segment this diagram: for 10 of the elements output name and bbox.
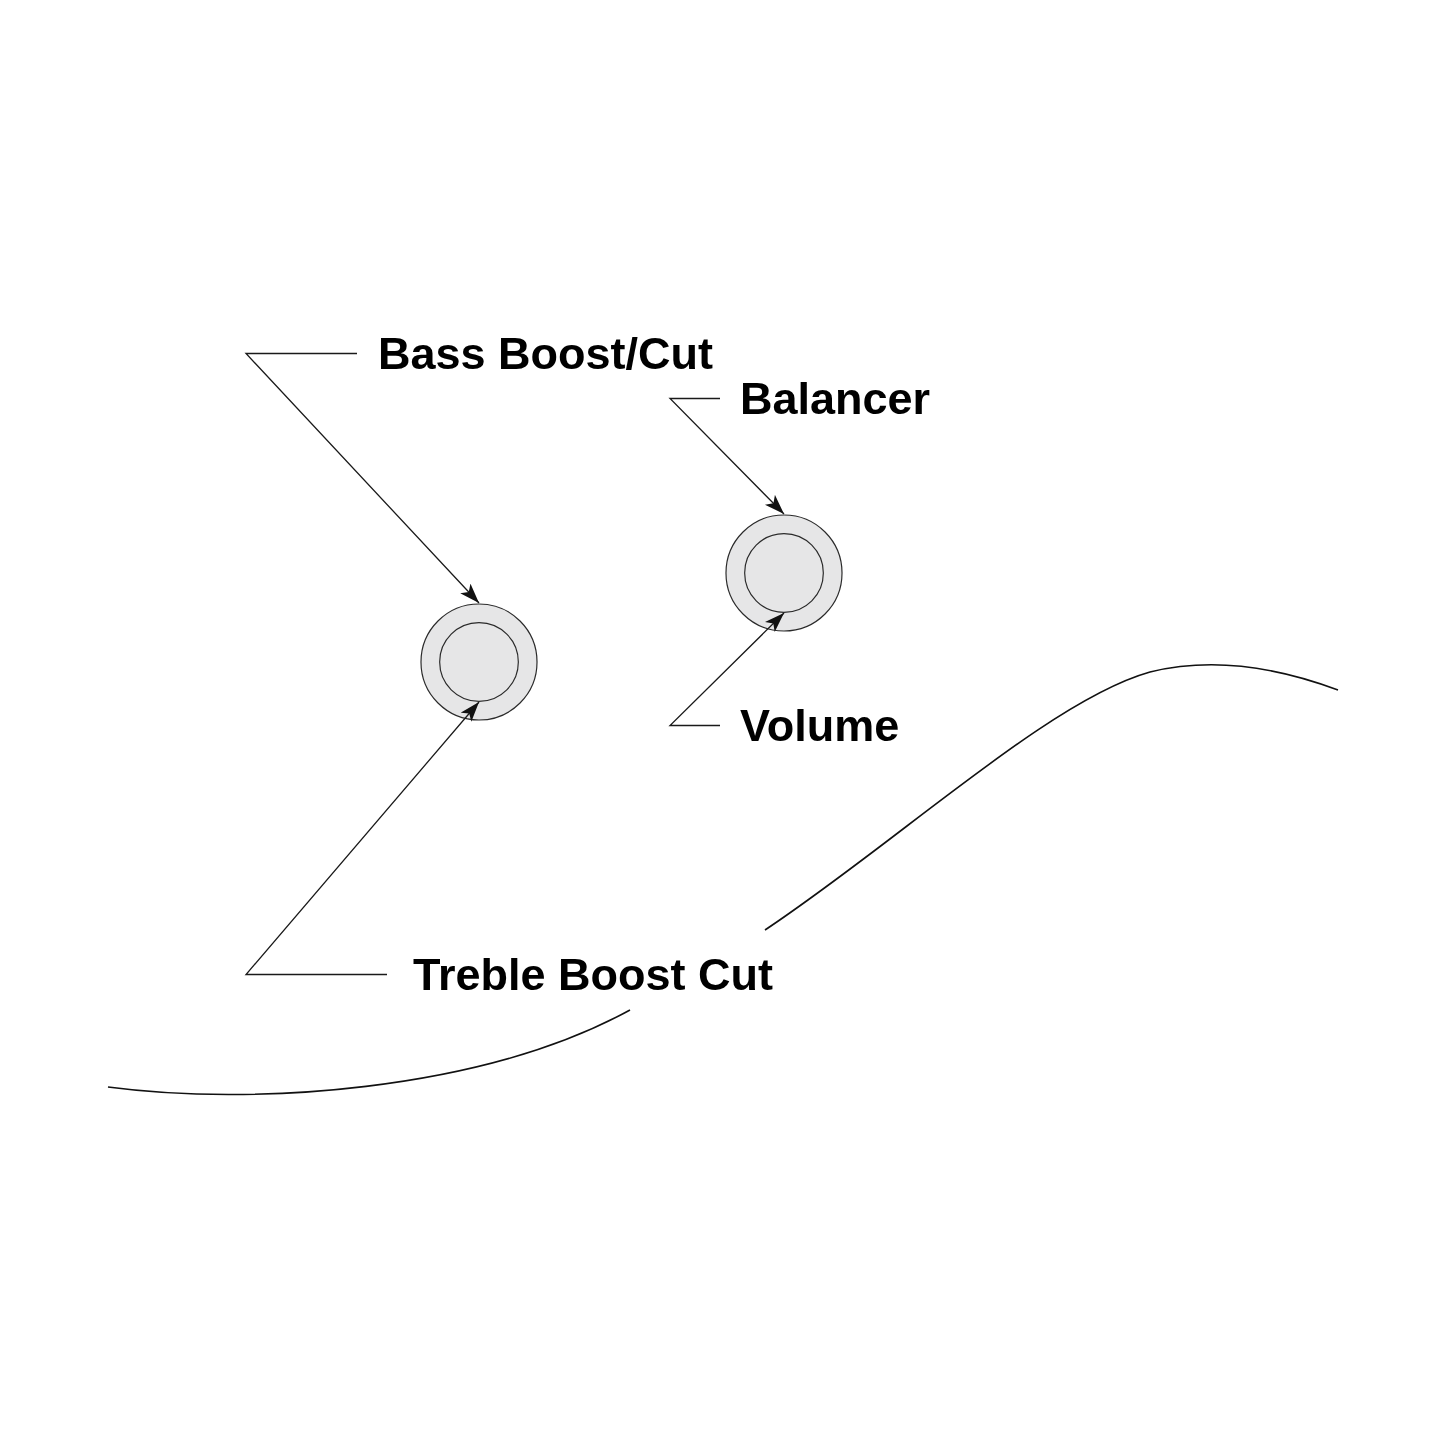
knob [725,514,843,632]
control-label: Bass Boost/Cut [378,331,714,376]
control-label: Balancer [740,376,931,421]
control-label: Volume [740,703,900,748]
leader-arrow [244,701,480,976]
leader-arrow [244,352,480,604]
knob [420,603,538,721]
leader-arrow [668,397,785,515]
control-label: Treble Boost Cut [413,952,774,997]
leader-arrow [668,612,785,727]
